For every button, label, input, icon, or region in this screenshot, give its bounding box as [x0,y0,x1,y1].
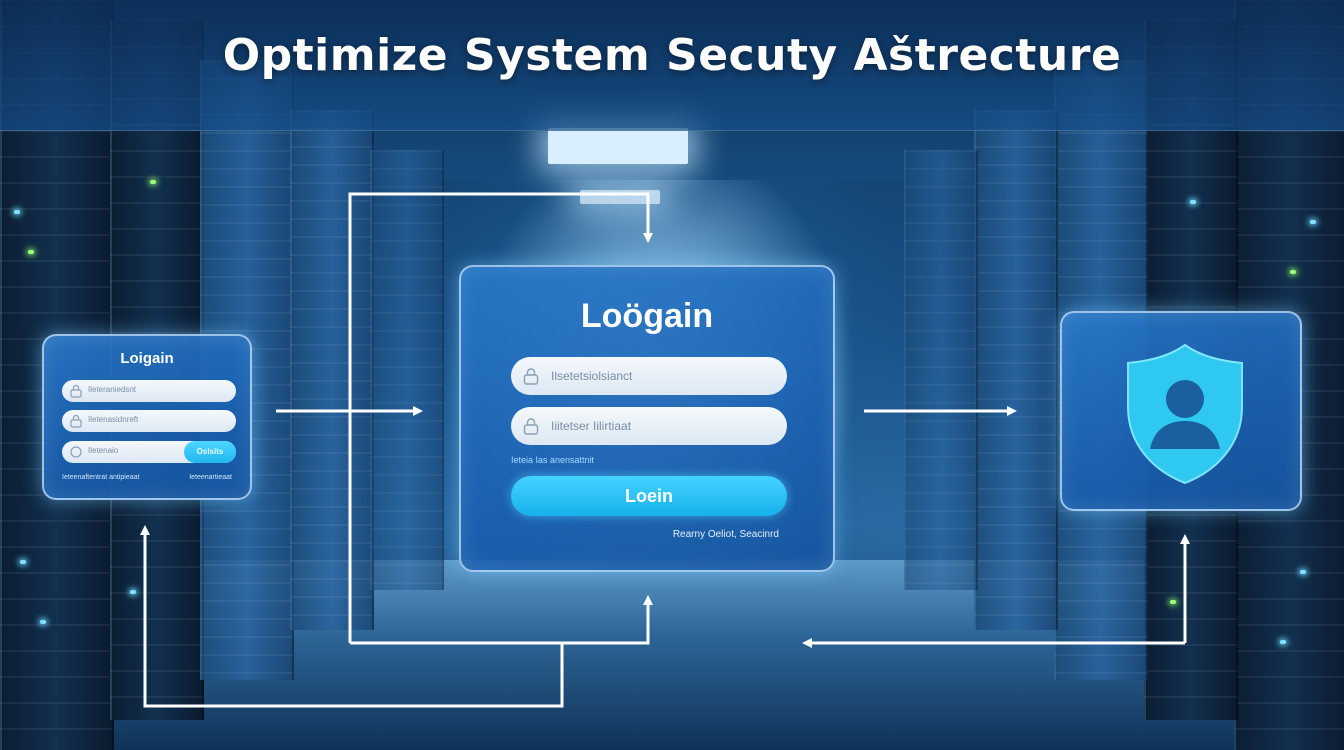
status-led [1300,570,1306,574]
server-rack [974,110,1058,630]
main-footer-links[interactable]: Rearny Oeliot, Seacinrd [672,529,779,540]
ceiling-light [548,128,688,164]
info-icon [70,446,82,458]
forgot-password-link[interactable]: Ieteia Ias anensattnit [511,455,595,465]
small-password-field[interactable]: Iletenasidnreft [62,410,236,432]
main-username-field[interactable]: Ilsetetsiolsianct [511,357,787,395]
main-username-placeholder: Ilsetetsiolsianct [551,369,633,383]
status-led [1170,600,1176,604]
server-rack [370,150,444,590]
main-login-panel: Loögain Ilsetetsiolsianct Iiitetser Iili… [459,265,835,572]
main-password-placeholder: Iiitetser Iilirtiaat [551,419,632,433]
status-led [20,560,26,564]
small-password-placeholder: Iletenasidnreft [88,415,139,424]
status-led [1190,200,1196,204]
arrow-bottom-to-main [350,595,653,645]
status-led [1310,220,1316,224]
small-login-title: Loigain [120,350,174,367]
server-rack [904,150,978,590]
main-login-title: Loögain [580,297,714,335]
status-led [150,180,156,184]
lock-icon [523,368,539,385]
status-led [130,590,136,594]
login-button[interactable]: Loein [511,476,787,516]
small-third-field[interactable]: Iletenaio Oslsits [62,441,236,463]
title-band: Optimize System Secuty Aštrecture [0,0,1344,131]
small-username-field[interactable]: Ileteraniedsnt [62,380,236,402]
arrow-bottom-to-small [140,525,564,708]
small-username-placeholder: Ileteraniedsnt [88,385,137,394]
small-third-placeholder: Iletenaio [88,446,119,455]
status-led [14,210,20,214]
status-led [1290,270,1296,274]
lock-icon [70,414,82,428]
small-login-panel: Loigain Ileteraniedsnt Iletenasidnreft I… [42,334,252,500]
security-shield-panel [1060,311,1302,511]
lock-icon [70,384,82,398]
arrow-top-loop [348,192,653,643]
small-footer-left[interactable]: Ieteenaftentrat antipieaat [62,474,140,481]
main-password-field[interactable]: Iiitetser Iilirtiaat [511,407,787,445]
page-title: Optimize System Secuty Aštrecture [222,30,1122,81]
server-rack [290,110,374,630]
status-led [28,250,34,254]
small-footer-right[interactable]: Ieteenartieaat [189,474,232,481]
status-led [40,620,46,624]
small-submit-button[interactable]: Oslsits [184,441,236,463]
status-led [1280,640,1286,644]
shield-user-icon [1127,343,1243,485]
lock-icon [523,418,539,435]
